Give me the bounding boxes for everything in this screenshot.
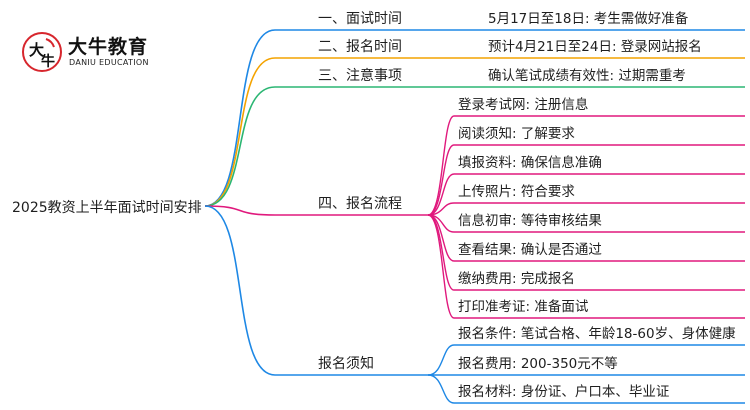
leaf-topic-b2-0[interactable]: 预计4月21日至24日: 登录网站报名	[488, 39, 702, 55]
branch-topic-b3[interactable]: 三、注意事项	[318, 67, 402, 84]
mind-map-edges	[204, 29, 745, 404]
leaf-topic-b4-3[interactable]: 上传照片: 符合要求	[458, 184, 575, 200]
mind-map-nodes: 2025教资上半年面试时间安排 一、面试时间 5月17日至18日: 考生需做好准备…	[12, 10, 736, 400]
leaf-topic-b4-6[interactable]: 缴纳费用: 完成报名	[458, 271, 575, 287]
logo-glyph-1: 大	[29, 41, 44, 59]
edge-root-b5	[204, 205, 428, 376]
leaf-topic-b5-0[interactable]: 报名条件: 笔试合格、年龄18-60岁、身体健康	[458, 325, 736, 342]
branch-topic-b1[interactable]: 一、面试时间	[318, 11, 402, 27]
logo-glyph-2: 牛	[41, 53, 55, 70]
branch-topic-b2[interactable]: 二、报名时间	[318, 39, 402, 55]
daniu-logo-icon: 大 牛	[22, 32, 62, 72]
leaf-topic-b1-0[interactable]: 5月17日至18日: 考生需做好准备	[488, 10, 689, 27]
leaf-topic-b4-2[interactable]: 填报资料: 确保信息准确	[458, 154, 602, 171]
edge-b4-leaf-5	[427, 214, 745, 262]
leaf-topic-b4-4[interactable]: 信息初审: 等待审核结果	[458, 212, 602, 229]
edge-b4-leaf-3	[427, 202, 745, 216]
edge-b5-leaf-0	[427, 344, 745, 376]
leaf-topic-b5-2[interactable]: 报名材料: 身份证、户口本、毕业证	[458, 383, 669, 400]
brand-sub: DANIU EDUCATION	[69, 58, 149, 67]
branch-topic-b4[interactable]: 四、报名流程	[318, 196, 402, 212]
edge-b4-leaf-0	[427, 115, 745, 216]
edge-root-b1	[204, 29, 745, 207]
edge-b4-leaf-1	[427, 144, 745, 216]
edge-root-b4	[204, 205, 428, 216]
brand-logo: 大 牛 大牛教育 DANIU EDUCATION	[20, 30, 190, 74]
branch-topic-b5[interactable]: 报名须知	[318, 355, 374, 372]
leaf-topic-b4-1[interactable]: 阅读须知: 了解要求	[458, 125, 575, 142]
edge-b5-leaf-2	[427, 374, 745, 404]
brand-name: 大牛教育	[68, 36, 149, 58]
leaf-topic-b3-0[interactable]: 确认笔试成绩有效性: 过期需重考	[488, 68, 686, 84]
leaf-topic-b4-7[interactable]: 打印准考证: 准备面试	[458, 298, 589, 315]
edge-root-b3	[204, 86, 745, 207]
leaf-topic-b4-5[interactable]: 查看结果: 确认是否通过	[458, 242, 602, 258]
root-topic[interactable]: 2025教资上半年面试时间安排	[12, 200, 202, 216]
edge-b4-leaf-7	[427, 214, 745, 319]
edge-b4-leaf-2	[427, 173, 745, 216]
leaf-topic-b5-1[interactable]: 报名费用: 200-350元不等	[458, 355, 618, 372]
edge-root-b2	[204, 57, 745, 207]
leaf-topic-b4-0[interactable]: 登录考试网: 注册信息	[458, 96, 588, 113]
